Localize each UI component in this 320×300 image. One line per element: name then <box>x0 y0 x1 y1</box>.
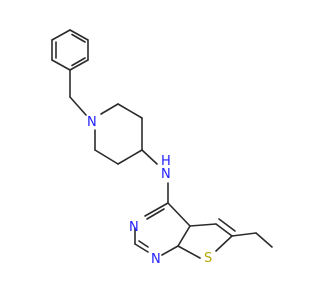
bond <box>215 223 233 237</box>
atom-h-amine: H <box>161 154 171 169</box>
atom-n-amine: N <box>161 167 171 182</box>
bond <box>231 232 257 237</box>
bond <box>69 59 89 71</box>
bond <box>255 232 273 248</box>
bond <box>218 218 236 232</box>
bonds <box>51 29 273 259</box>
bond <box>94 149 119 165</box>
bond <box>189 223 217 227</box>
bond <box>141 149 158 165</box>
bond <box>177 245 201 259</box>
bond <box>71 57 86 67</box>
bond <box>69 96 87 116</box>
bond <box>215 235 233 252</box>
atom-n-pyrimidine-2: N <box>151 252 161 267</box>
atom-labels: N N H N N S <box>87 115 212 267</box>
bond <box>117 149 143 165</box>
molecule-canvas: N N H N N S <box>51 29 273 267</box>
bond <box>100 103 119 115</box>
atom-n-piperidine: N <box>87 115 97 130</box>
bond <box>134 243 149 253</box>
bond <box>161 245 179 256</box>
bond <box>51 59 71 71</box>
bond <box>167 202 191 227</box>
bond <box>117 103 143 119</box>
bond <box>51 29 71 41</box>
bond <box>146 208 165 220</box>
atom-n-pyrimidine-1: N <box>129 220 139 235</box>
bond <box>69 29 89 41</box>
structure-drawing: N N H N N S <box>51 29 273 267</box>
bond <box>71 33 86 43</box>
bond <box>177 225 191 247</box>
bond <box>144 202 169 217</box>
bond <box>138 240 149 248</box>
atom-s-thiophene: S <box>204 251 212 266</box>
